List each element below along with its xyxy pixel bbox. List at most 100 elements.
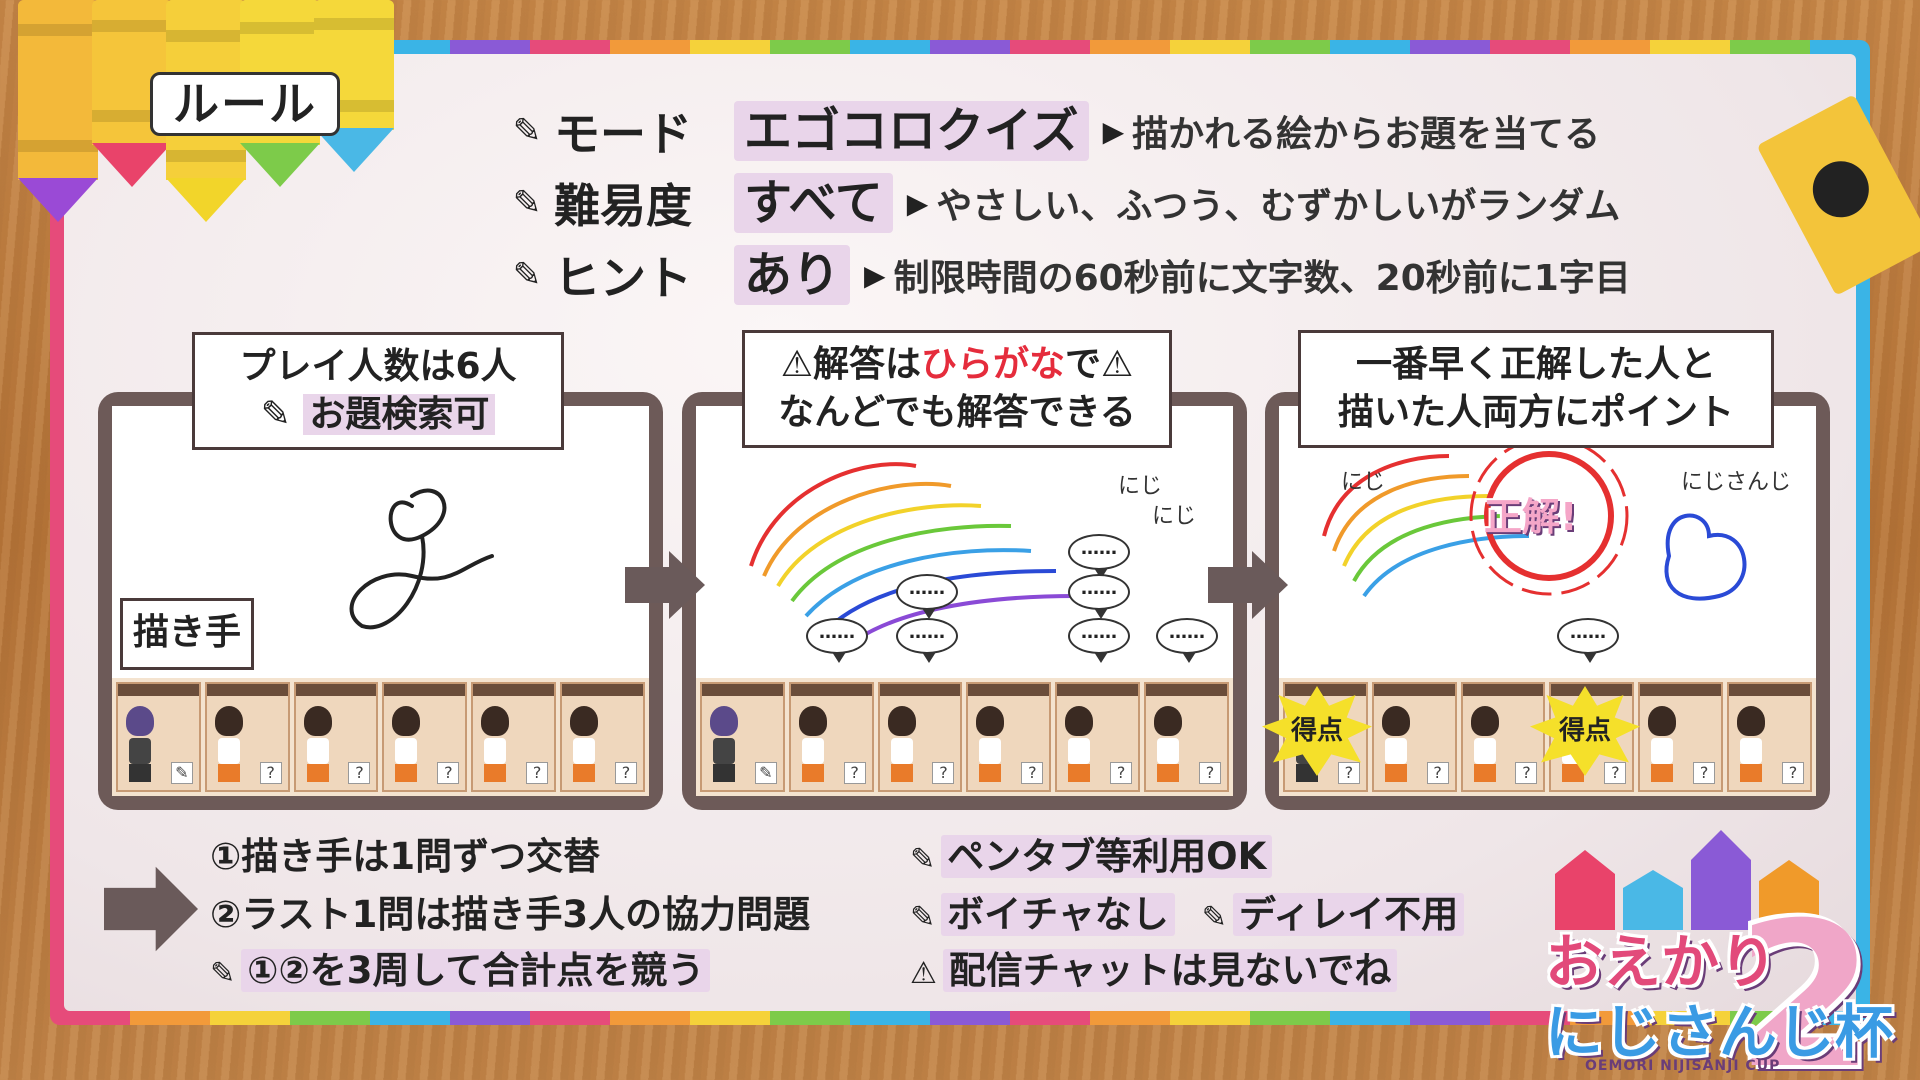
player-slot: ?: [204, 682, 290, 792]
pencil-icon: ✎: [512, 111, 542, 151]
lower-right-2b: ディレイ不用: [1232, 893, 1465, 936]
logo-subtitle: OEMORI NIJISANJI CUP: [1585, 1058, 1781, 1074]
callout-hiragana-red: ひらがな: [920, 344, 1065, 385]
logo-line1: おえかり: [1545, 928, 1778, 996]
player-slot: ?: [966, 682, 1052, 792]
speech-bubble: ……: [1068, 618, 1130, 663]
rule-hint-value: あり: [734, 245, 851, 305]
player-slot: ✎: [116, 682, 201, 792]
correct-stamp: 正解!: [1484, 495, 1578, 539]
speech-bubble: ……: [1156, 618, 1218, 663]
mascot-face-icon: [1802, 151, 1879, 228]
player-slot: ✎: [700, 682, 785, 792]
lower-right-1-wrap: ✎ペンタブ等利用OK: [910, 826, 1273, 880]
callout-players-line2: お題検索可: [303, 394, 496, 435]
right-arrow-icon: [104, 866, 198, 952]
guess-text-left: にじ: [1341, 470, 1386, 495]
lower-item-1: ①描き手は1問ずつ交替: [210, 835, 601, 878]
player-slot: ?: [788, 682, 874, 792]
triangle-right-icon: ▶: [864, 258, 886, 292]
player-slot: ?: [877, 682, 963, 792]
callout-points: 一番早く正解した人と 描いた人両方にポイント: [1298, 330, 1774, 448]
pencil-badge-icon: ✎: [170, 762, 193, 784]
callout-players-line2-wrap: ✎ お題検索可: [211, 391, 545, 439]
scribble-drawing: [349, 488, 494, 630]
rule-hint-label: ヒント: [554, 251, 692, 305]
rule-difficulty-desc: やさしい、ふつう、むずかしいがランダム: [936, 186, 1621, 227]
pencil-icon: ✎: [910, 900, 936, 935]
result-drawing: [1322, 436, 1747, 601]
callout-hiragana-line1: ⚠解答はひらがなで⚠: [761, 341, 1153, 389]
crayon-overlay-blue: [314, 0, 394, 172]
guess-text-2: にじ: [1152, 504, 1197, 529]
lower-item-3: ①②を3周して合計点を競う: [241, 949, 711, 992]
player-slot: ?: [293, 682, 379, 792]
warning-icon: ⚠: [1101, 344, 1134, 385]
callout-points-line2: 描いた人両方にポイント: [1337, 392, 1734, 433]
callout-hiragana: ⚠解答はひらがなで⚠ なんどでも解答できる: [742, 330, 1172, 448]
callout-hiragana-pre: 解答は: [812, 344, 921, 385]
player-slot: ?: [1638, 682, 1724, 792]
player-slot: ?: [1144, 682, 1229, 792]
logo-line2: にじさんじ杯: [1545, 998, 1894, 1066]
pencil-icon: ✎: [512, 255, 542, 295]
right-arrow-icon: [1208, 551, 1288, 619]
guess-text-right: にじさんじ: [1681, 470, 1792, 495]
rule-difficulty-value: すべて: [734, 173, 893, 233]
pencil-icon: ✎: [260, 394, 304, 435]
callout-points-line1: 一番早く正解した人と: [1355, 344, 1716, 385]
lower-item-3-wrap: ✎①②を3周して合計点を競う: [210, 940, 711, 994]
logo-number: 2: [1735, 880, 1875, 1080]
rainbow-canvas: にじ にじ …… …… …… …… …… …… ……: [696, 406, 1233, 686]
warning-icon: ⚠: [780, 344, 813, 385]
pencil-badge-icon: ✎: [754, 762, 777, 784]
speech-bubble: ……: [1557, 618, 1619, 663]
pencil-icon: ✎: [910, 842, 936, 877]
lower-right-2-wrap: ✎ボイチャなし ✎ディレイ不用: [910, 884, 1465, 938]
player-slot: ?: [560, 682, 645, 792]
guess-text-1: にじ: [1118, 474, 1163, 499]
callout-players: プレイ人数は6人 ✎ お題検索可: [192, 332, 564, 450]
callout-players-line1: プレイ人数は6人: [239, 346, 517, 387]
triangle-right-icon: ▶: [906, 186, 929, 220]
rule-hint: ✎ ヒント あり ▶ 制限時間の60秒前に文字数、20秒前に1字目: [500, 242, 1631, 308]
speech-bubble: ……: [1068, 534, 1130, 579]
speech-bubble: ……: [1068, 574, 1130, 619]
event-logo: 2 おえかり にじさんじ杯 OEMORI NIJISANJI CUP: [1545, 820, 1895, 1080]
player-bar: ✎ ? ? ? ? ?: [112, 678, 649, 796]
speech-bubble: ……: [896, 574, 958, 619]
lower-right-3: 配信チャットは見ないでね: [942, 949, 1398, 992]
lower-right-2a: ボイチャなし: [941, 893, 1175, 936]
lower-item-2: ②ラスト1問は描き手3人の協力問題: [210, 893, 811, 936]
rule-mode: ✎ モード エゴコロクイズ ▶ 描かれる絵からお題を当てる: [500, 98, 1600, 164]
rule-hint-desc: 制限時間の60秒前に文字数、20秒前に1字目: [893, 258, 1631, 299]
player-slot: ?: [471, 682, 557, 792]
player-bar: ✎ ? ? ? ? ?: [696, 678, 1233, 796]
result-canvas: にじ にじさんじ 正解! ……: [1279, 406, 1816, 686]
triangle-right-icon: ▶: [1102, 114, 1125, 148]
page-title: ルール: [150, 72, 340, 136]
pencil-icon: ✎: [1201, 900, 1227, 935]
player-slot: ?: [382, 682, 468, 792]
player-slot: ?: [1371, 682, 1457, 792]
rule-mode-label: モード: [554, 107, 692, 161]
drawer-label: 描き手: [120, 598, 254, 670]
crayon-overlay-purple: [18, 0, 98, 222]
logo-crayons: [1555, 820, 1885, 930]
rule-mode-value: エゴコロクイズ: [734, 101, 1089, 161]
pencil-icon: ✎: [512, 183, 542, 223]
rule-mode-desc: 描かれる絵からお題を当てる: [1132, 114, 1601, 155]
panel-guessing: にじ にじ …… …… …… …… …… …… …… ✎ ? ? ? ? ?: [682, 392, 1247, 810]
player-slot: ?: [1055, 682, 1141, 792]
callout-hiragana-line2: なんどでも解答できる: [778, 392, 1136, 433]
lower-right-1: ペンタブ等利用OK: [941, 835, 1273, 878]
right-arrow-icon: [625, 551, 705, 619]
rule-difficulty: ✎ 難易度 すべて ▶ やさしい、ふつう、むずかしいがランダム: [500, 170, 1620, 236]
pencil-icon: ✎: [210, 956, 236, 991]
speech-bubble: ……: [896, 618, 958, 663]
rainbow-drawing: [749, 462, 1077, 658]
warning-icon: ⚠: [910, 956, 937, 991]
player-bar: ? ? ? ? ? ?: [1279, 678, 1816, 796]
speech-bubble: ……: [806, 618, 868, 663]
rule-difficulty-label: 難易度: [554, 179, 692, 233]
